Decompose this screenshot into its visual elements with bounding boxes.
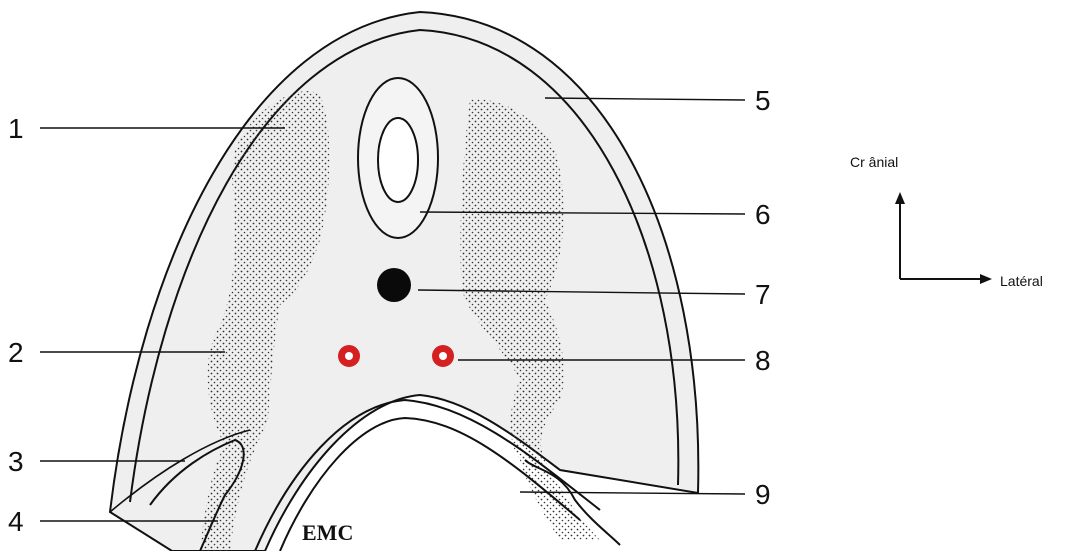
red-vessel-right xyxy=(432,345,454,367)
arrow-up-icon xyxy=(895,192,905,204)
callout-3: 3 xyxy=(8,446,24,477)
callout-1: 1 xyxy=(8,113,24,144)
central-lumen xyxy=(378,118,418,202)
callout-6: 6 xyxy=(755,199,771,230)
emc-logo: EMC xyxy=(302,520,353,545)
black-dot xyxy=(377,268,411,302)
callout-8: 8 xyxy=(755,345,771,376)
red-vessel-left xyxy=(338,345,360,367)
callout-7: 7 xyxy=(755,279,771,310)
callout-4: 4 xyxy=(8,506,24,537)
callout-5: 5 xyxy=(755,85,771,116)
callout-2: 2 xyxy=(8,337,24,368)
orientation-axes xyxy=(895,192,992,284)
orientation-cranial-label: Cr ânial xyxy=(850,154,898,170)
arrow-right-icon xyxy=(980,274,992,284)
callout-9: 9 xyxy=(755,479,771,510)
orientation-lateral-label: Latéral xyxy=(1000,273,1043,289)
